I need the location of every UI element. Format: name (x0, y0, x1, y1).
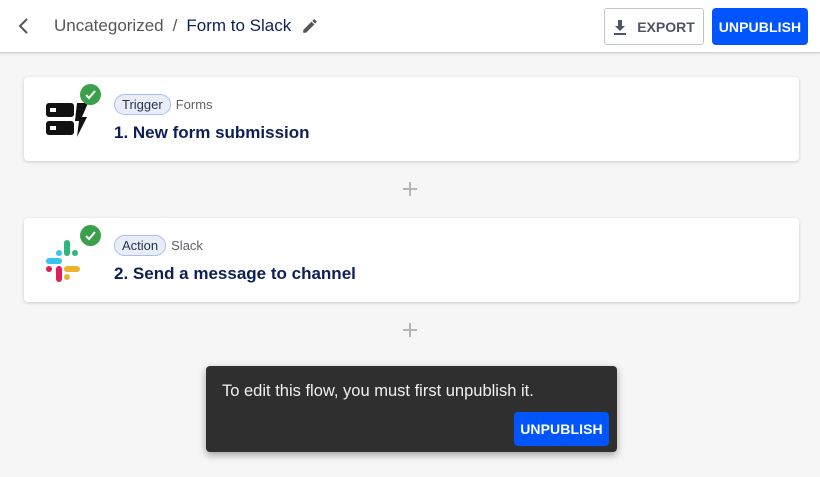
step-meta: Action Slack (114, 235, 203, 256)
export-button[interactable]: EXPORT (604, 8, 704, 45)
step-type-chip: Trigger (114, 94, 171, 115)
plus-icon[interactable] (402, 181, 418, 197)
flow-title: Form to Slack (186, 16, 292, 35)
slack-icon (46, 240, 80, 282)
check-circle-icon (80, 84, 101, 105)
step-meta: Trigger Forms (114, 94, 213, 115)
unpublish-button[interactable]: UNPUBLISH (712, 8, 808, 45)
toast-message: To edit this flow, you must first unpubl… (222, 382, 534, 400)
check-circle-icon (80, 225, 101, 246)
download-icon (614, 19, 627, 35)
breadcrumb-separator: / (172, 16, 178, 35)
chevron-left-icon[interactable] (12, 14, 36, 38)
breadcrumb-parent[interactable]: Uncategorized (54, 16, 164, 35)
pencil-icon[interactable] (301, 17, 319, 35)
forms-icon (46, 103, 88, 137)
unpublish-toast: To edit this flow, you must first unpubl… (206, 366, 617, 452)
step-card-trigger[interactable]: Trigger Forms 1. New form submission (24, 77, 799, 161)
step-type-chip: Action (114, 235, 167, 256)
plus-icon[interactable] (402, 322, 418, 338)
step-name: 1. New form submission (114, 123, 310, 142)
breadcrumb: Uncategorized / Form to Slack (54, 16, 319, 36)
step-card-action[interactable]: Action Slack 2. Send a message to channe… (24, 218, 799, 302)
export-label: EXPORT (637, 18, 695, 35)
toast-unpublish-button[interactable]: UNPUBLISH (514, 412, 609, 446)
step-app: Slack (171, 238, 203, 253)
top-bar: Uncategorized / Form to Slack EXPORT UNP… (0, 0, 820, 53)
step-name: 2. Send a message to channel (114, 264, 356, 283)
step-app: Forms (175, 97, 213, 112)
